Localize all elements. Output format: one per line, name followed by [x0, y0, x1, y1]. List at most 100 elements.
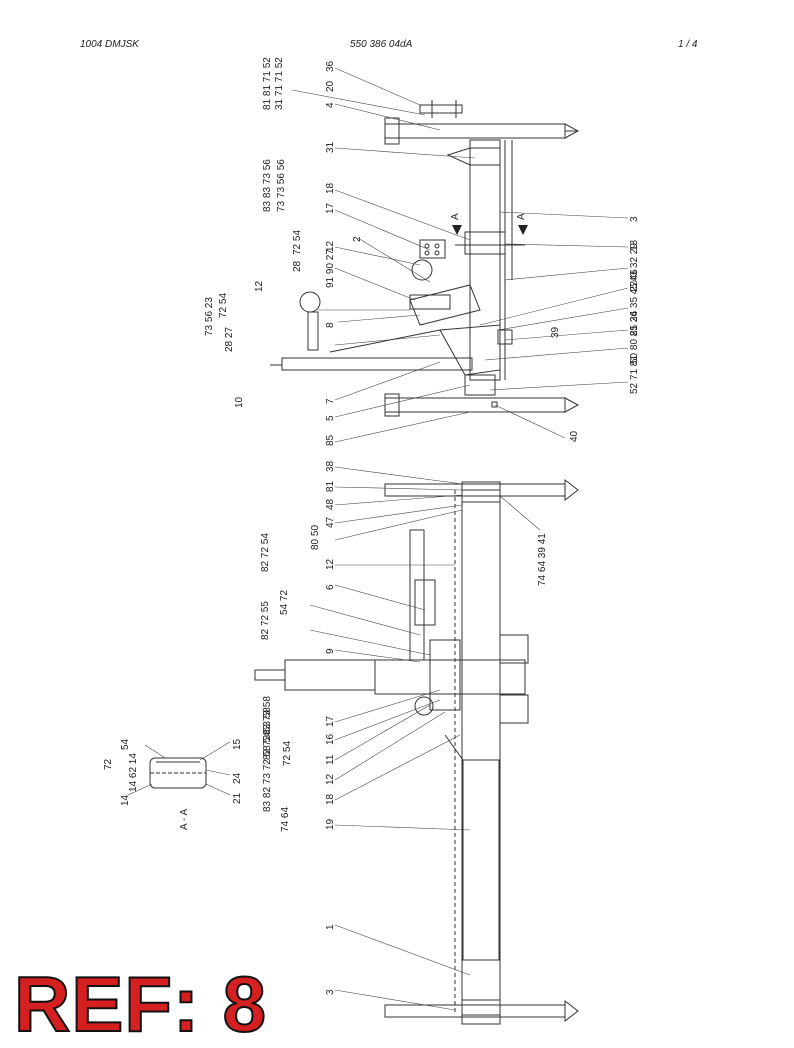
- callout: 3: [629, 216, 640, 222]
- callout: 39: [550, 326, 561, 338]
- callout: 12: [325, 558, 336, 570]
- cylinder-housing: [284, 659, 376, 691]
- callout: 8: [325, 322, 336, 328]
- top-arrow-head: [564, 123, 580, 139]
- callout: 72 54: [282, 741, 293, 766]
- right-plate-top: [499, 634, 529, 664]
- side-column: [307, 311, 319, 351]
- callout: 36: [325, 60, 336, 72]
- callout: 72: [103, 758, 114, 770]
- main-mast: [469, 139, 501, 381]
- callout: 5: [325, 415, 336, 421]
- callout: 85: [325, 434, 336, 446]
- joint-block: [429, 639, 461, 711]
- cylinder-rod: [254, 669, 286, 681]
- callout: 47: [325, 516, 336, 528]
- section-marker-right: A: [516, 213, 527, 220]
- callout: 21: [232, 792, 243, 804]
- top-crossbar-bracket: [384, 117, 400, 145]
- lower-bracket: [439, 324, 501, 376]
- hydraulic-pump: [414, 579, 436, 626]
- callout-leaders: [127, 67, 629, 1011]
- diagonal-link: [444, 734, 464, 761]
- callout: 9: [325, 648, 336, 654]
- upper-assembly: A A: [270, 100, 580, 417]
- callout: 28 27: [224, 327, 235, 352]
- callout: 20: [325, 80, 336, 92]
- header-page-number: 1 / 4: [678, 39, 698, 50]
- bottom-crossbar: [384, 397, 566, 413]
- pivot-wheel: [414, 696, 434, 716]
- section-arrow-right: [518, 225, 528, 235]
- arm-cylinder: [409, 294, 451, 310]
- header-part-number: 550 386 04dA: [350, 39, 413, 50]
- side-strut: [329, 329, 441, 353]
- header-drawing-code: 1004 DMJSK: [80, 39, 139, 50]
- lower-assembly: [254, 478, 579, 1025]
- callout: 3: [325, 989, 336, 995]
- upper-bracket: [446, 147, 501, 166]
- callout: 82 72 54: [260, 533, 271, 572]
- swing-arm: [409, 284, 481, 326]
- callout: 72 54: [218, 293, 229, 318]
- callout: 40: [569, 430, 580, 442]
- callout: 18: [325, 793, 336, 805]
- callout: 82 72 55: [260, 601, 271, 640]
- top-end-arrow: [564, 478, 579, 502]
- callout: 25 26: [629, 311, 640, 336]
- callout: 2: [352, 236, 363, 242]
- callout: 50 80 81: [629, 325, 640, 364]
- callout: 54: [120, 738, 131, 750]
- callout: 83 73 58: [262, 696, 273, 735]
- callout: 12: [325, 240, 336, 252]
- control-block: [464, 231, 506, 255]
- section-label: A - A: [179, 809, 190, 830]
- callout: 28: [292, 260, 303, 272]
- small-tab: [491, 401, 498, 408]
- callout: 19: [325, 818, 336, 830]
- side-gauge: [299, 291, 321, 313]
- callout: 34 35 45 46: [629, 269, 640, 322]
- right-plate-bottom: [499, 694, 529, 724]
- callout: 72 54: [292, 230, 303, 255]
- lower-cylinder: [462, 759, 500, 961]
- mid-column: [409, 529, 425, 661]
- callout: 81: [325, 480, 336, 492]
- callout: 18: [325, 182, 336, 194]
- callout: 14 62 14: [128, 753, 139, 792]
- section-marker-left: A: [450, 213, 461, 220]
- bottom-crossbar-bracket: [384, 393, 400, 417]
- valve-block: [419, 239, 446, 259]
- callout: 74 64 39 41: [537, 533, 548, 586]
- callout: 22: [629, 280, 640, 292]
- callout: 7: [325, 398, 336, 404]
- callout: 74 64: [280, 807, 291, 832]
- callout: 12: [254, 280, 265, 292]
- callout: 15: [232, 738, 243, 750]
- callout: 91 90 27: [325, 249, 336, 288]
- callout: 80 50: [310, 525, 321, 550]
- ref-stamp: REF: 8: [13, 960, 268, 1048]
- callout: 4: [325, 102, 336, 108]
- bottom-arrow-head: [564, 397, 580, 413]
- callout: 10: [234, 396, 245, 408]
- callout: 73 56 23: [204, 297, 215, 336]
- callout: 83 83 73 56: [262, 159, 273, 212]
- callout: 82 72 53 58: [262, 707, 273, 760]
- main-rail: [461, 489, 501, 1016]
- callout: 17: [325, 715, 336, 727]
- section-detail: A - A: [149, 757, 207, 830]
- callout: 16: [325, 733, 336, 745]
- bottom-end-block: [461, 999, 501, 1025]
- top-end-block: [461, 481, 501, 503]
- callout: 13: [629, 239, 640, 251]
- callouts: 36 81 81 71 52 31 71 71 52 20 4 31 83 83…: [103, 57, 640, 995]
- callout: 48: [325, 498, 336, 510]
- top-pin-block: [419, 104, 463, 114]
- callout: 38: [325, 460, 336, 472]
- long-horizontal-arm: [281, 357, 473, 371]
- pressure-gauge: [411, 259, 433, 281]
- callout: 14: [120, 794, 131, 806]
- callout: 17: [325, 202, 336, 214]
